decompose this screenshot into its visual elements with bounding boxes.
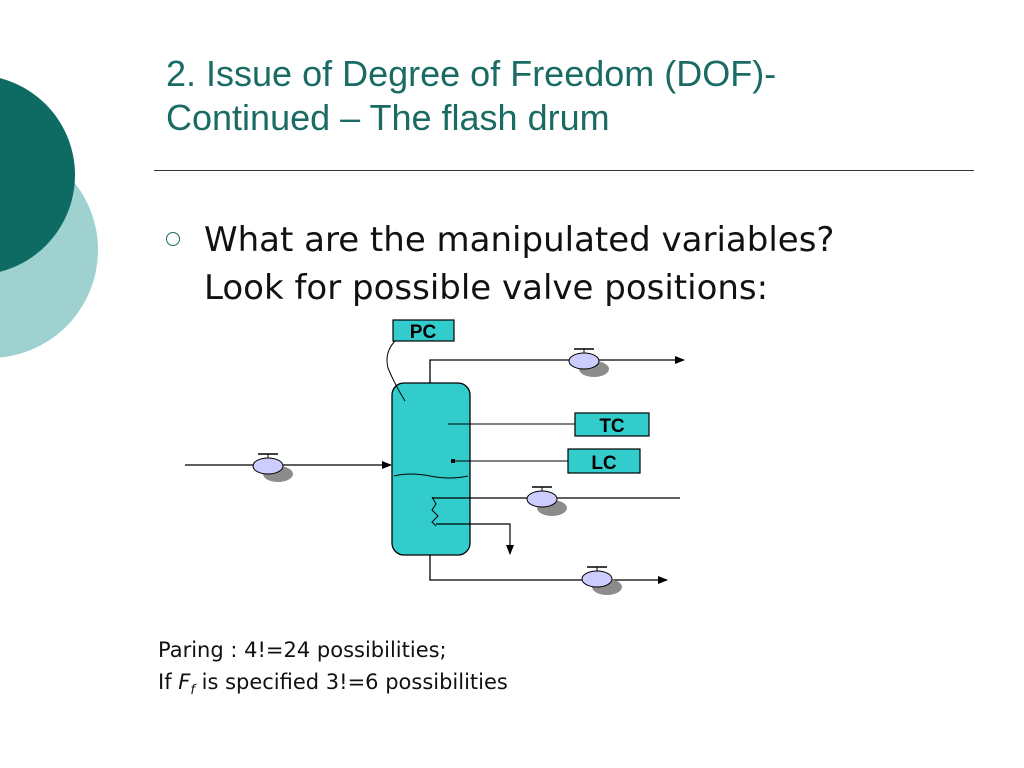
liquid-outlet-line [429, 555, 668, 584]
bullet-circle-icon [166, 232, 180, 246]
title-line-2: Continued – The flash drum [166, 97, 610, 138]
vapor-valve-icon [568, 348, 609, 377]
level-controller-label: LC [591, 453, 617, 474]
flash-drum-vessel [391, 382, 471, 556]
liquid-valve-icon [581, 566, 622, 595]
slide-title: 2. Issue of Degree of Freedom (DOF)- Con… [166, 52, 986, 140]
note-line-2: If Ff is specified 3!=6 possibilities [158, 666, 508, 707]
bullet-line-1: What are the manipulated variables? [204, 220, 835, 260]
heating-coil [431, 496, 439, 527]
title-divider [154, 170, 974, 171]
note-line-2-prefix: If [158, 670, 179, 694]
temperature-controller-label: TC [599, 416, 625, 437]
pressure-signal-line [386, 339, 406, 402]
note-line-1: Paring : 4!=24 possibilities; [158, 638, 447, 662]
bullet-line-2: Look for possible valve positions: [204, 268, 769, 308]
liquid-level-line [393, 473, 469, 479]
heating-medium-outlet-line [436, 523, 514, 555]
decorative-circle-dark [0, 78, 75, 272]
level-controller-box [567, 448, 641, 474]
title-line-1: 2. Issue of Degree of Freedom (DOF)- [166, 53, 777, 94]
temperature-controller-box [574, 412, 650, 437]
feed-flow-variable: Ff [178, 670, 195, 699]
feed-valve-icon [252, 453, 293, 482]
pairing-notes: Paring : 4!=24 possibilities; If Ff is s… [158, 634, 508, 707]
note-line-2-suffix: is specified 3!=6 possibilities [194, 670, 508, 694]
decorative-circles [0, 78, 98, 358]
pressure-controller-label: PC [410, 322, 437, 343]
vapor-outlet-line [429, 356, 685, 383]
pressure-controller-box [392, 319, 455, 342]
flash-drum-diagram: PC TC LC [185, 319, 685, 595]
bullet-text: What are the manipulated variables? Look… [204, 216, 1004, 312]
level-sensor-point [451, 459, 455, 463]
heating-valve-icon [526, 486, 567, 516]
